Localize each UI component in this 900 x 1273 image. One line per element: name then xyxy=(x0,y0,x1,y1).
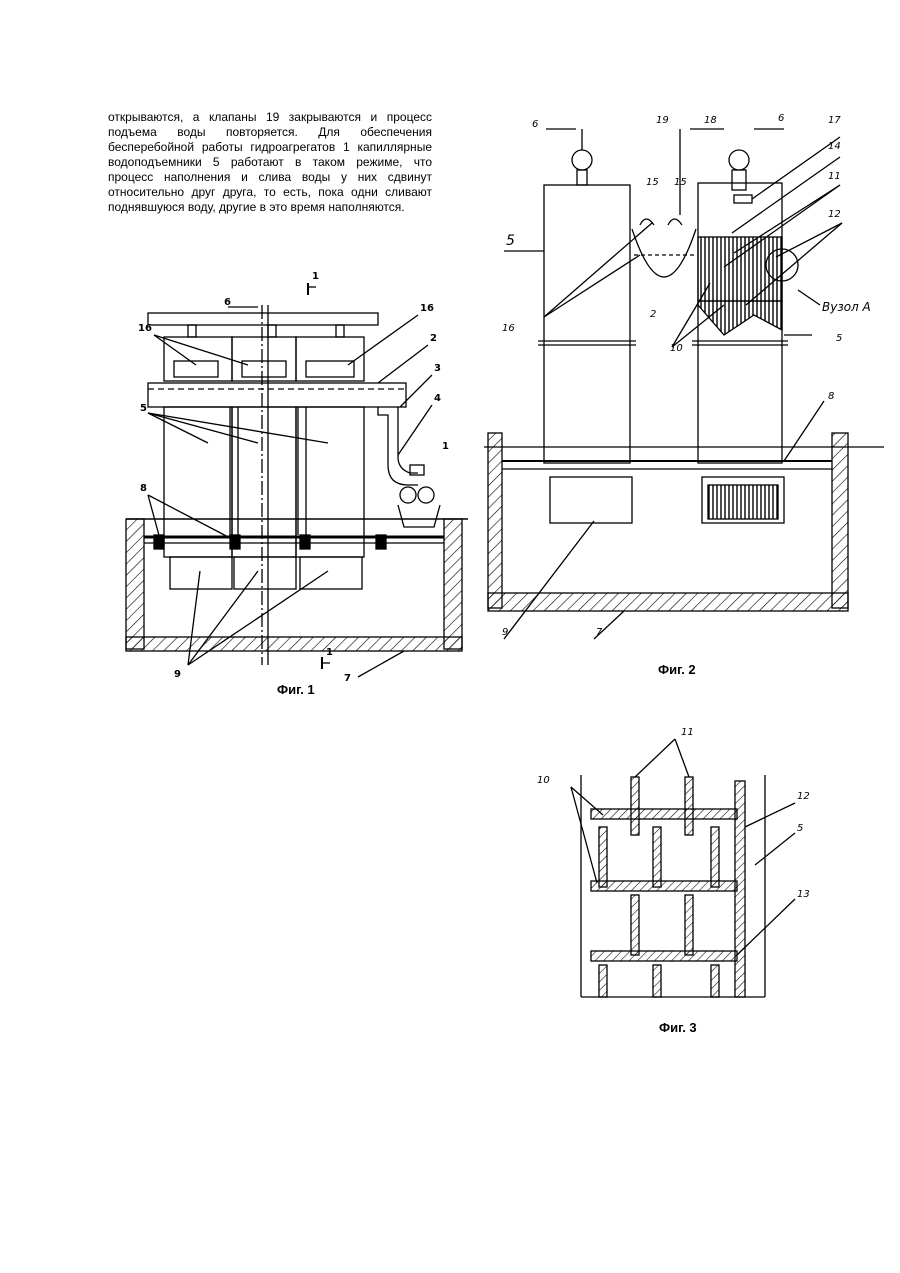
fig1-label-1b: 1 xyxy=(312,271,319,282)
figure-2-caption: Фиг. 2 xyxy=(658,662,696,677)
fig2-label-17: 17 xyxy=(828,115,841,126)
fig2-label-16: 16 xyxy=(502,323,515,334)
fig1-label-4: 4 xyxy=(434,393,441,404)
fig1-label-5: 5 xyxy=(140,403,147,414)
fig2-label-9: 9 xyxy=(502,627,508,638)
fig2-label-19: 19 xyxy=(656,115,669,126)
fig2-label-2: 2 xyxy=(650,309,656,320)
fig3-label-11: 11 xyxy=(681,727,694,738)
fig2-label-8: 8 xyxy=(828,391,834,402)
fig2-label-18: 18 xyxy=(704,115,717,126)
figure-2-svg: 6 6 19 18 17 14 15 15 11 12 5 16 2 10 Ву… xyxy=(484,105,884,655)
body-paragraph: открываются, а клапаны 19 закрываются и … xyxy=(108,110,432,215)
fig2-label-6b: 6 xyxy=(778,113,784,124)
fig1-label-16b: 16 xyxy=(420,303,434,314)
fig2-label-15a: 15 xyxy=(646,177,659,188)
fig1-label-1a: 1 xyxy=(442,441,449,452)
fig2-label-12: 12 xyxy=(828,209,841,220)
figure-3-svg: 11 10 12 5 13 xyxy=(535,715,825,1015)
fig1-label-8: 8 xyxy=(140,483,147,494)
fig1-label-16a: 16 xyxy=(138,323,152,334)
figure-1-svg: 6 16 16 2 3 4 1 1 1 5 8 9 7 xyxy=(108,265,468,695)
fig1-label-1c: 1 xyxy=(326,647,333,658)
fig2-label-7: 7 xyxy=(596,627,603,638)
figure-1-caption: Фиг. 1 xyxy=(277,682,315,697)
figure-3-drawing: 11 10 12 5 13 xyxy=(535,715,825,1015)
fig2-label-5b: 5 xyxy=(836,333,842,344)
fig2-label-11: 11 xyxy=(828,171,841,182)
fig3-label-10: 10 xyxy=(537,775,550,786)
fig2-label-15b: 15 xyxy=(674,177,687,188)
fig3-label-5: 5 xyxy=(797,823,803,834)
fig2-label-10: 10 xyxy=(670,343,683,354)
fig2-label-uzol: Вузол А xyxy=(822,300,871,314)
fig1-beam xyxy=(148,313,378,325)
fig1-label-6: 6 xyxy=(224,297,231,308)
fig2-label-14: 14 xyxy=(828,141,841,152)
figure-3-caption: Фиг. 3 xyxy=(659,1020,697,1035)
figure-1-drawing: 6 16 16 2 3 4 1 1 1 5 8 9 7 xyxy=(108,265,468,695)
fig1-label-7: 7 xyxy=(344,673,351,684)
figure-2-drawing: 6 6 19 18 17 14 15 15 11 12 5 16 2 10 Ву… xyxy=(484,105,884,655)
fig2-label-5a: 5 xyxy=(506,233,515,249)
fig1-trough xyxy=(148,383,406,407)
fig2-label-6a: 6 xyxy=(532,119,538,130)
fig1-label-9: 9 xyxy=(174,669,181,680)
fig1-label-3: 3 xyxy=(434,363,441,374)
fig3-label-12: 12 xyxy=(797,791,810,802)
fig1-label-2: 2 xyxy=(430,333,437,344)
fig3-label-13: 13 xyxy=(797,889,810,900)
